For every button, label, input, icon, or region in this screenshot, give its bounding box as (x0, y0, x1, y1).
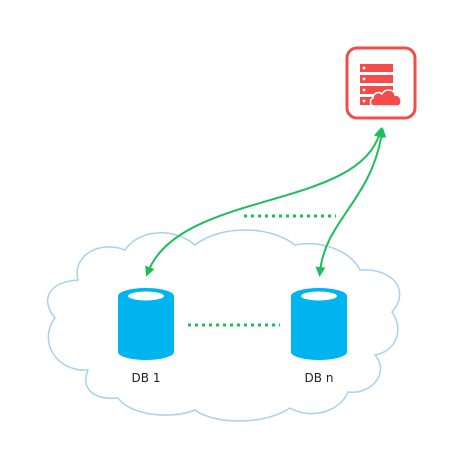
database-icon (291, 288, 347, 360)
database-icon (118, 288, 174, 360)
db-label-n: DB n (305, 371, 334, 385)
cloud-outline (46, 229, 401, 422)
server-db1-arrow (145, 127, 384, 277)
db-label-1: DB 1 (132, 371, 161, 385)
cloud-server-icon (345, 46, 417, 120)
server-dbn-arrow (315, 127, 387, 277)
